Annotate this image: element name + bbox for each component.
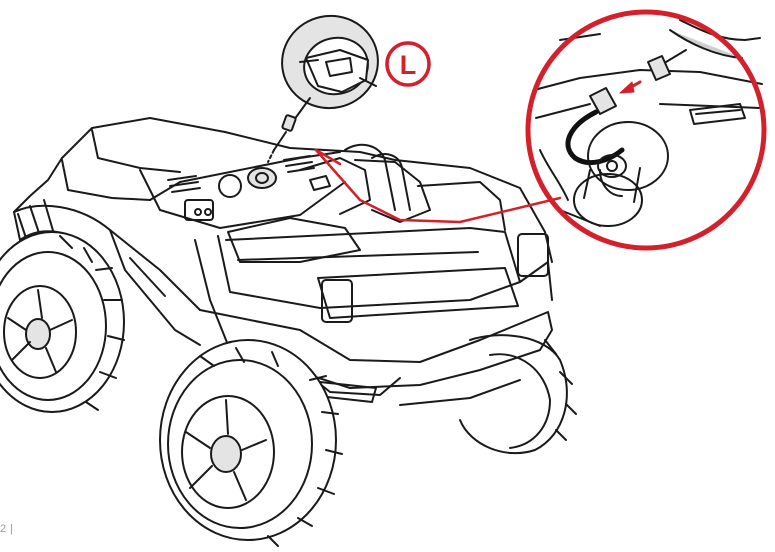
ride-on-jeep-body [13, 117, 553, 406]
page-number: 2 | [0, 523, 14, 535]
connector-detail-callout [525, 9, 767, 251]
steering-wheel-icon [281, 14, 379, 110]
wheel-rear-right [459, 334, 577, 455]
steering-cable [267, 97, 311, 163]
step-badge [385, 41, 431, 87]
wheel-front-left [0, 231, 125, 413]
step-label: L [400, 50, 417, 80]
callout-leader [314, 148, 562, 224]
wheel-rear-left [159, 339, 343, 547]
